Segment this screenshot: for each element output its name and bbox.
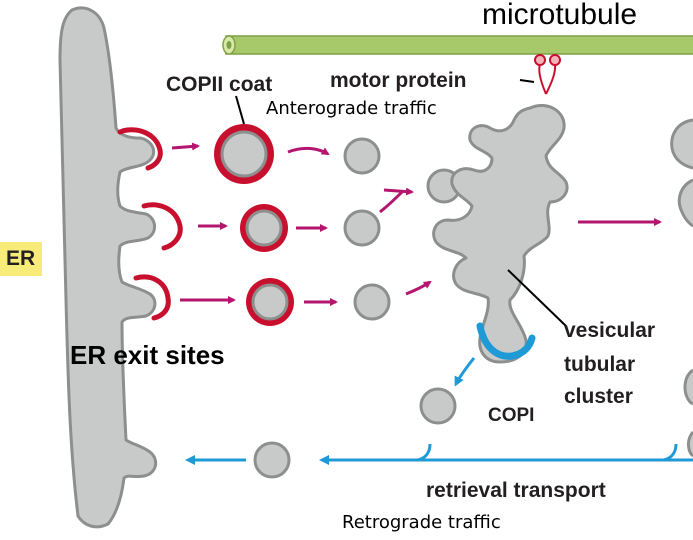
copii-vesicle-2	[240, 204, 288, 252]
copii-vesicle-3	[246, 278, 294, 326]
microtubule-track	[222, 35, 693, 55]
er-membrane	[58, 6, 183, 529]
er-label: ER	[6, 247, 36, 270]
uncoated-vesicle	[343, 209, 381, 247]
er-exit-sites-label: ER exit sites	[70, 340, 225, 370]
vesicular-tubular-cluster	[432, 104, 569, 364]
copii-coat-label: COPII coat	[166, 73, 273, 96]
vesicular-label: vesicular	[564, 319, 656, 342]
cluster-label: cluster	[564, 385, 633, 408]
uncoated-vesicle	[343, 137, 381, 175]
retrograde-arrows	[185, 357, 693, 465]
microtubule-label: microtubule	[482, 0, 638, 31]
copi-label: COPI	[488, 405, 535, 426]
motor-protein-icon	[534, 54, 561, 95]
copi-vesicle	[419, 387, 457, 425]
anterograde-arrows	[171, 142, 662, 306]
anterograde-traffic-label: Anterograde traffic	[266, 98, 437, 119]
retrieval-transport-label: retrieval transport	[426, 479, 606, 502]
retrograde-traffic-label: Retrograde traffic	[342, 512, 501, 533]
motor-protein-label: motor protein	[330, 69, 467, 92]
er-tag-background	[0, 242, 42, 276]
next-compartment-edge	[670, 118, 693, 458]
leader-lines	[235, 79, 567, 327]
tubular-label: tubular	[564, 353, 636, 376]
uncoated-vesicle	[353, 283, 391, 321]
retrograde-vesicle	[253, 441, 291, 479]
copii-vesicle-1	[214, 124, 274, 184]
